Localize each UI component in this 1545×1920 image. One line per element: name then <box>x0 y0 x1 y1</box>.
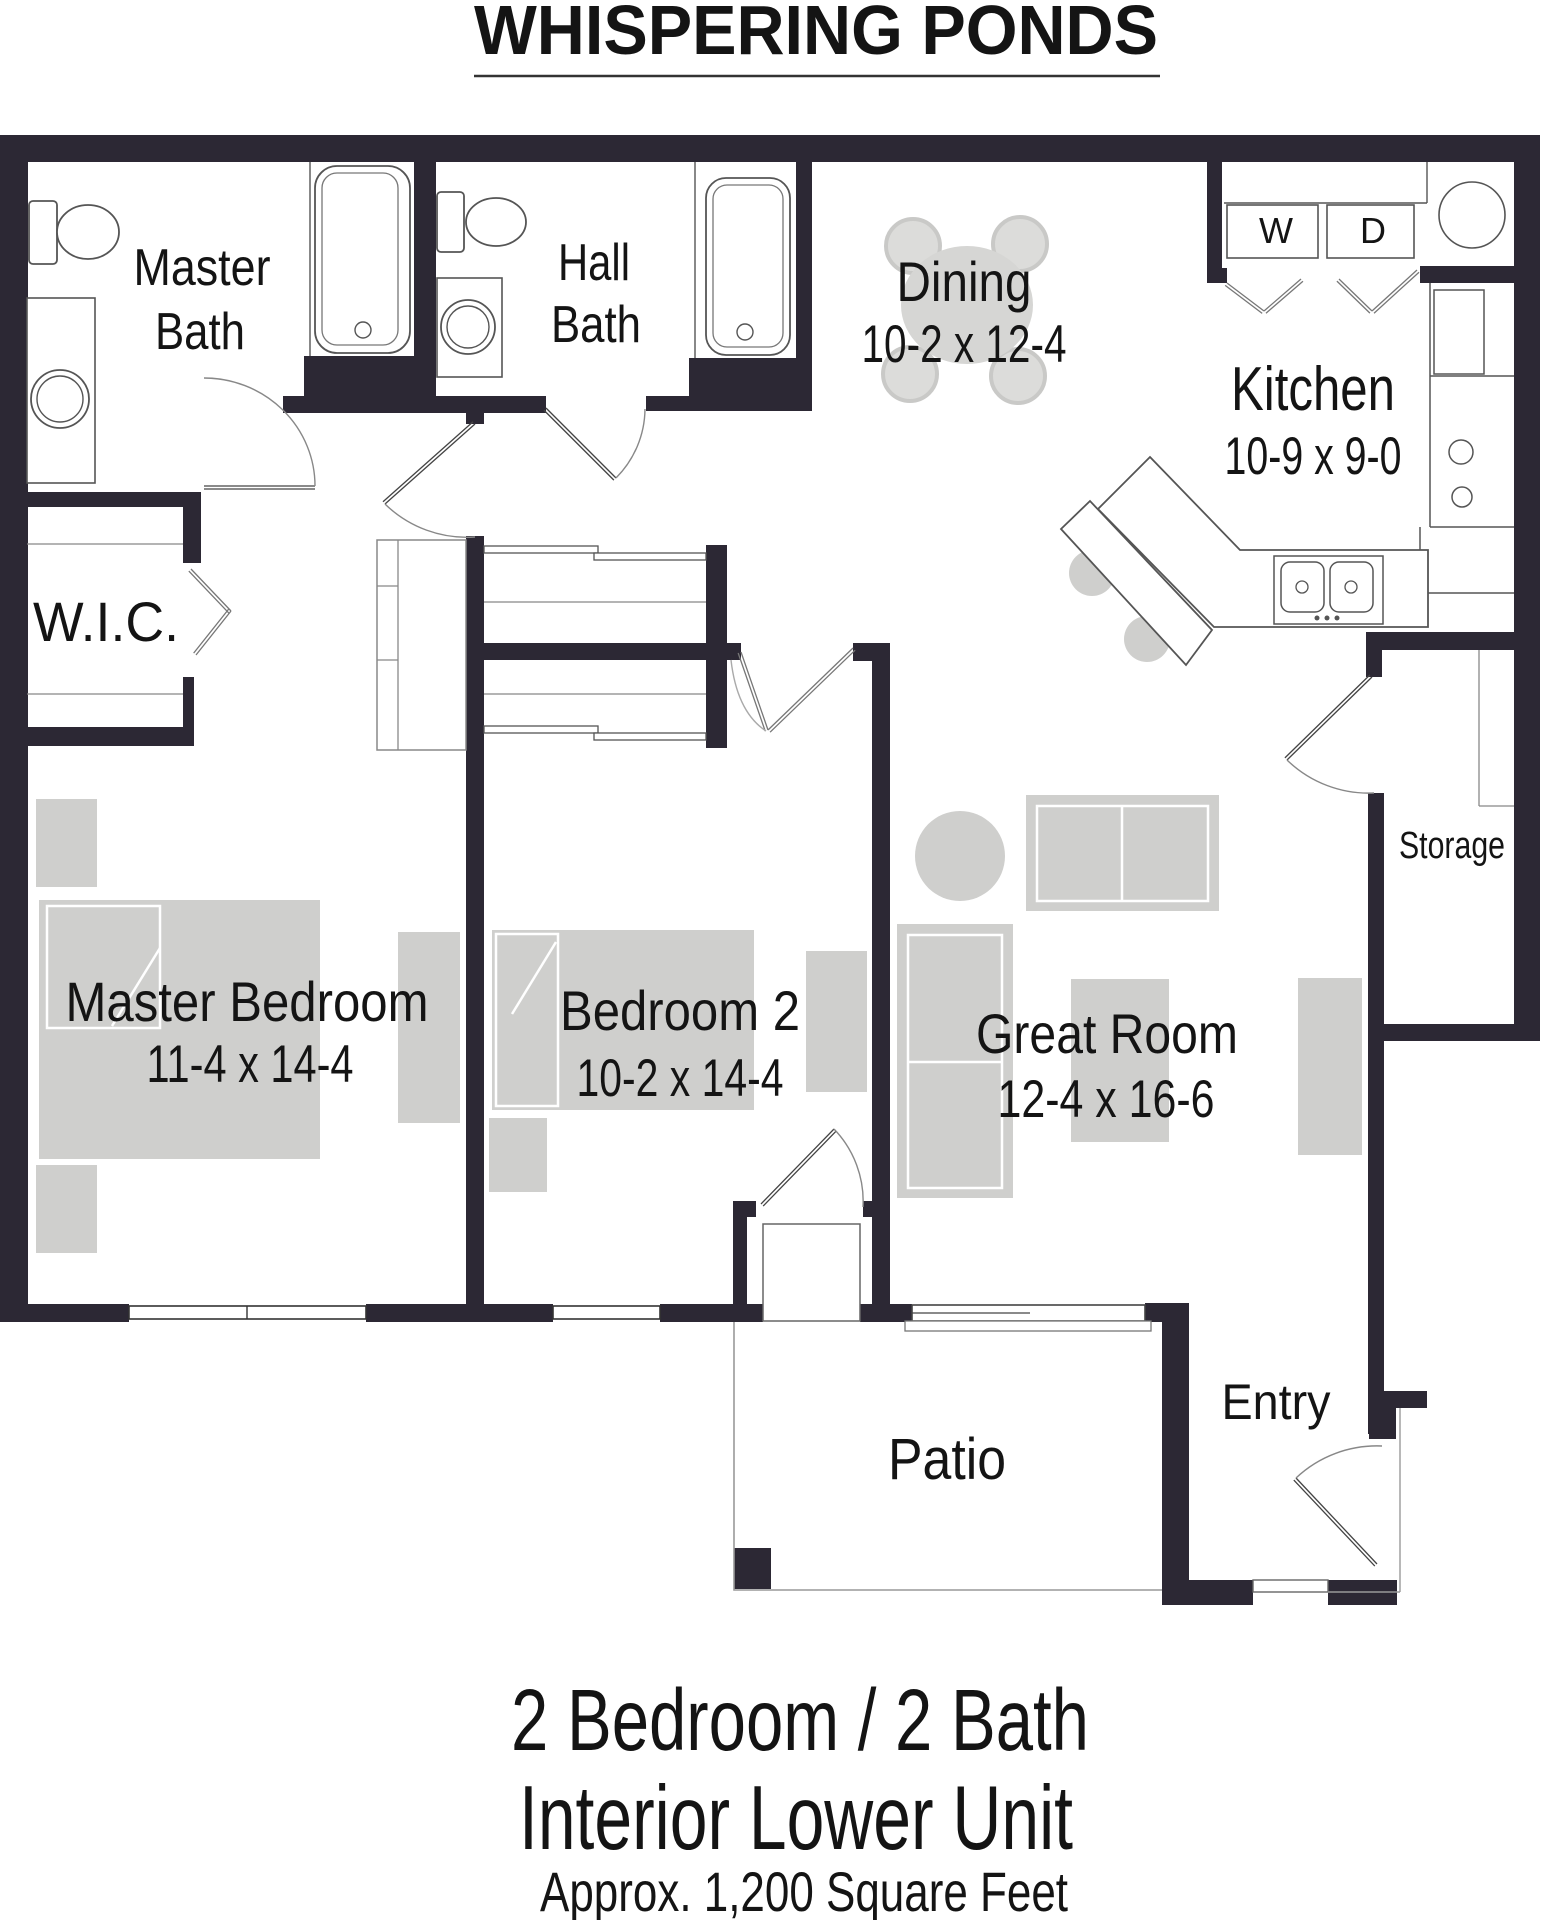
svg-text:Interior Lower Unit: Interior Lower Unit <box>519 1768 1073 1869</box>
svg-text:11-4 x 14-4: 11-4 x 14-4 <box>147 1035 354 1094</box>
svg-text:W.I.C.: W.I.C. <box>33 590 179 653</box>
svg-text:10-9 x 9-0: 10-9 x 9-0 <box>1225 427 1402 486</box>
svg-text:D: D <box>1360 210 1386 251</box>
svg-text:WHISPERING PONDS: WHISPERING PONDS <box>474 0 1158 69</box>
svg-text:10-2 x 14-4: 10-2 x 14-4 <box>577 1049 784 1108</box>
svg-text:Bath: Bath <box>551 296 641 354</box>
svg-text:Approx. 1,200 Square Feet: Approx. 1,200 Square Feet <box>540 1860 1068 1920</box>
svg-text:2 Bedroom / 2 Bath: 2 Bedroom / 2 Bath <box>511 1672 1089 1769</box>
svg-text:Bedroom 2: Bedroom 2 <box>560 979 800 1042</box>
svg-text:Entry: Entry <box>1222 1374 1331 1430</box>
svg-text:Kitchen: Kitchen <box>1231 355 1395 424</box>
svg-text:Hall: Hall <box>558 234 630 292</box>
svg-text:10-2 x 12-4: 10-2 x 12-4 <box>862 315 1067 374</box>
svg-text:Great Room: Great Room <box>976 1002 1238 1065</box>
svg-text:Dining: Dining <box>897 250 1032 313</box>
svg-text:Patio: Patio <box>888 1427 1006 1492</box>
svg-text:Bath: Bath <box>155 303 245 361</box>
svg-text:W: W <box>1259 210 1293 251</box>
svg-text:Master: Master <box>134 239 271 297</box>
svg-text:12-4 x 16-6: 12-4 x 16-6 <box>998 1070 1215 1129</box>
svg-text:Master Bedroom: Master Bedroom <box>66 970 429 1033</box>
svg-text:Storage: Storage <box>1399 825 1505 867</box>
